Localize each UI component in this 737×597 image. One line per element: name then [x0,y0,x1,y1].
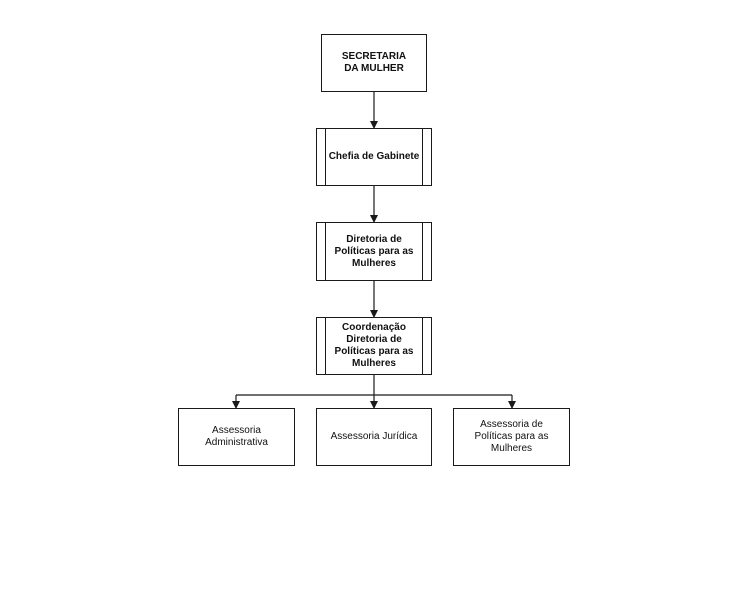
node-assessoria-juridica-label: Assessoria Jurídica [330,431,418,442]
node-assessoria-administrativa-label: Assessoria Administrativa [205,425,268,448]
node-diretoria-de-politicas-label: Diretoria de Políticas para as Mulheres [334,233,414,269]
node-chefia-de-gabinete-label: Chefia de Gabinete [328,151,420,162]
node-coordenacao-diretoria: Coordenação Diretoria de Políticas para … [316,317,432,375]
node-assessoria-juridica: Assessoria Jurídica [316,408,432,466]
node-secretaria-da-mulher-label: SECRETARIA DA MULHER [341,51,407,74]
node-coordenacao-diretoria-label: Coordenação Diretoria de Políticas para … [334,322,414,369]
node-assessoria-administrativa: Assessoria Administrativa [178,408,295,466]
node-chefia-de-gabinete: Chefia de Gabinete [316,128,432,186]
node-secretaria-da-mulher: SECRETARIA DA MULHER [321,34,427,92]
node-diretoria-de-politicas: Diretoria de Políticas para as Mulheres [316,222,432,281]
node-assessoria-de-politicas-label: Assessoria de Políticas para as Mulheres [474,419,549,454]
node-assessoria-de-politicas: Assessoria de Políticas para as Mulheres [453,408,570,466]
